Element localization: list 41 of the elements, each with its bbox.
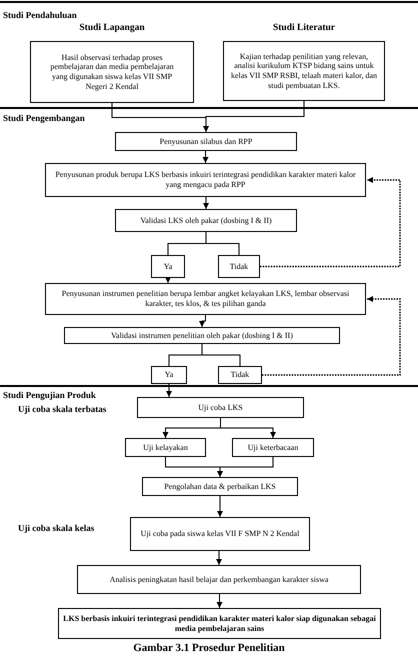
section-label: Studi Pendahuluan (3, 9, 77, 22)
arrow (199, 314, 206, 328)
process-box: Penyusunan instrumen penelitian berupa lembar angket kelayakan LKS, lembar observasi karakter, tes klos, & tes pilihan ganda (45, 283, 366, 315)
process-box: Tidak (218, 255, 260, 278)
section-label: Uji coba skala terbatas (18, 403, 106, 416)
section-label: Studi Pengembangan (3, 112, 85, 125)
arrow (216, 594, 222, 608)
dotted-arrow (262, 296, 401, 376)
box-heading: Studi Lapangan (78, 22, 146, 35)
arrow (202, 150, 208, 164)
process-box: Penyusunan silabus dan RPP (115, 132, 297, 151)
process-box: Ya (151, 366, 187, 384)
process-box: Validasi LKS oleh pakar (dosbing I & II) (115, 209, 297, 232)
box-heading: Studi Literatur (272, 22, 336, 35)
arrow (203, 100, 304, 132)
process-box: Uji kelayakan (125, 438, 206, 457)
section-label: Studi Pengujian Produk (3, 389, 96, 402)
process-box: Hasil observasi terhadap proses pembelajaran dan media pembelajaran yang digunakan siswa kelas VII SMP Negeri 2 Kendal (30, 41, 194, 103)
process-box: Uji coba pada siswa kelas VII F SMP N 2 Kendal (130, 517, 310, 551)
process-box: Kajian terhadap penilitian yang relevan, analisi kurikulum KTSP bidang sains untuk kelas VII SMP RSBI, telaah materi kalor, dan studi pembuatan LKS. (223, 41, 385, 101)
process-box: Ya (151, 255, 185, 278)
connector-line (206, 232, 240, 256)
process-box: LKS berbasis inkuiri terintegrasi pendidikan karakter materi kalor siap digunakan sebagai media pembelajaran sains (58, 608, 381, 639)
process-box: Uji coba LKS (137, 397, 304, 418)
arrow (217, 496, 223, 518)
process-box: Uji keterbacaan (232, 438, 314, 457)
connector-line (202, 344, 240, 366)
section-label: Uji coba skala kelas (18, 522, 94, 535)
process-box: Validasi instrumen penelitian oleh pakar (dosbing I & II) (64, 327, 340, 344)
figure-caption: Gambar 3.1 Prosedur Penelitian (132, 641, 286, 656)
arrow (216, 550, 222, 566)
arrow (166, 384, 172, 398)
process-box: Analisis peningkatan hasil belajar dan perkembangan karakter siswa (77, 565, 361, 594)
arrow (220, 418, 276, 438)
arrow (165, 277, 171, 284)
arrow (203, 196, 209, 210)
process-box: Tidak (218, 366, 262, 384)
process-box: Penyusunan produk berupa LKS berbasis inkuiri terintegrasi pendidikan karakter materi kalor yang mengacu pada RPP (45, 163, 366, 197)
arrow (217, 456, 274, 478)
dotted-arrow (260, 177, 401, 268)
process-box: Pengolahan data & perbaikan LKS (142, 477, 298, 496)
